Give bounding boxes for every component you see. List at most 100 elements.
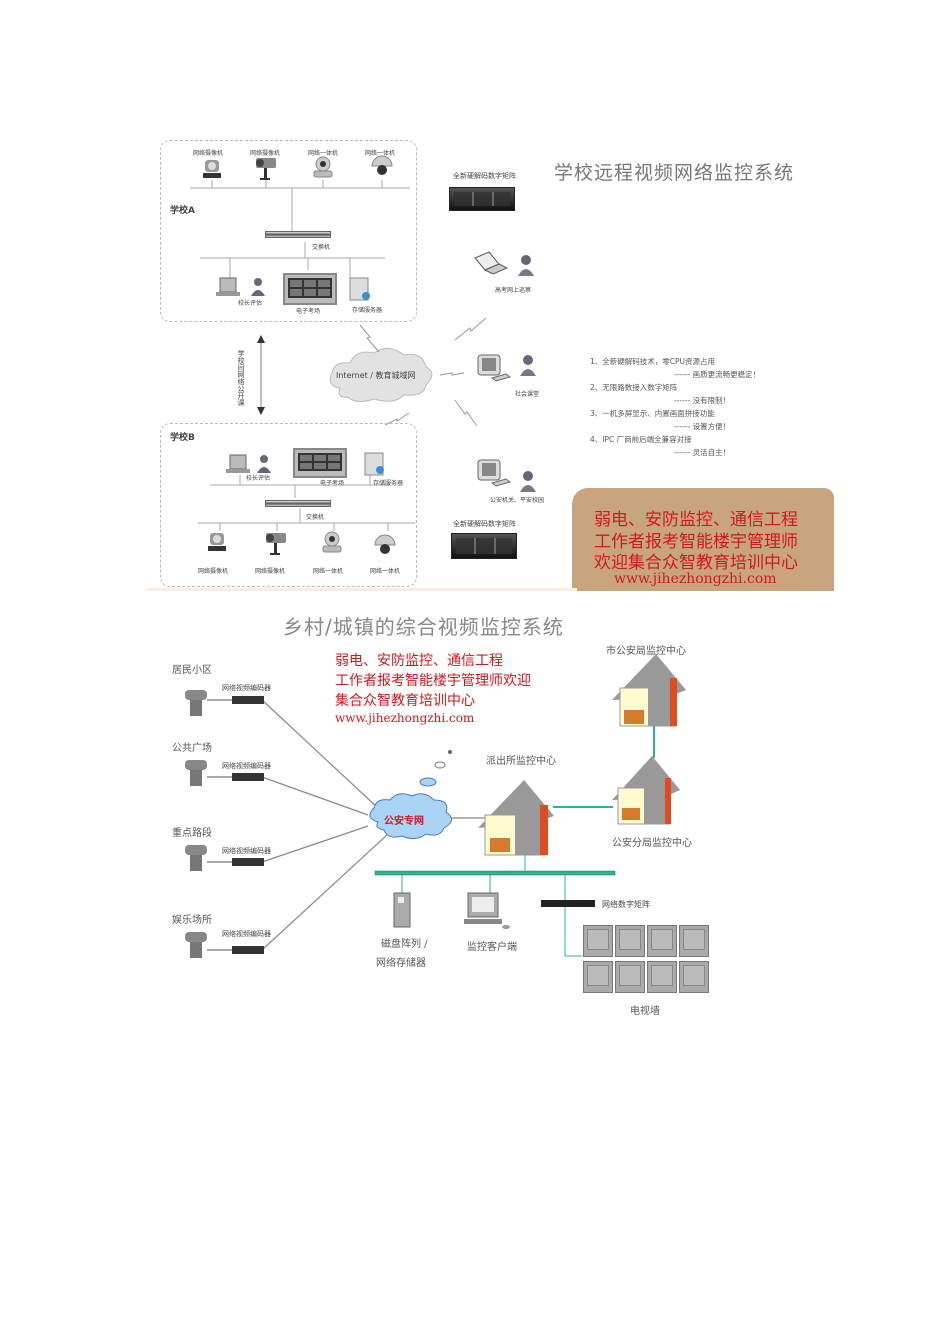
- ad-line: 工作者报考智能楼宇管理师欢迎: [335, 673, 531, 689]
- cloud-label: 公安专网: [384, 816, 424, 827]
- tv-screen: [647, 925, 677, 957]
- feature-sub: ------ 灵活自主！: [674, 448, 731, 457]
- desktop-pc-icon: [477, 459, 512, 487]
- network-camera-icon: [208, 533, 226, 551]
- feature-line: 2、无限路数接入数字矩阵: [590, 383, 678, 392]
- feature-sub: ------ 没有限制！: [674, 396, 731, 405]
- user-icon: [251, 278, 265, 296]
- police-station-house-icon: [478, 780, 554, 856]
- encoder-label: 网络视频编码器: [222, 930, 271, 938]
- laptop-icon: [474, 251, 509, 275]
- storage-label: 磁盘阵列 /: [381, 939, 428, 950]
- user-icon: [520, 355, 536, 376]
- clients-icons: [474, 251, 536, 492]
- school-b-lines: [198, 452, 415, 555]
- tv-screen: [583, 925, 613, 957]
- internet-cloud-icon: [329, 348, 433, 403]
- tv-screen: [615, 925, 645, 957]
- network-camera-icon: [203, 160, 221, 178]
- feature-sub: ------ 画质更流畅更稳定！: [674, 370, 761, 379]
- encoder-icon: [232, 858, 264, 866]
- police-network-cloud-icon: [369, 750, 452, 840]
- tv-screen: [583, 961, 613, 993]
- terminal-label: 电子考场: [320, 480, 345, 487]
- monitoring-client-pc-icon: [464, 892, 510, 929]
- school-a-label: 学校A: [170, 206, 195, 216]
- ad-url: www.jihezhongzhi.com: [614, 571, 777, 587]
- pt-camera-icon: [185, 845, 207, 871]
- client-label: 监控客户端: [467, 942, 517, 953]
- city-bureau-house-icon: [612, 654, 686, 727]
- user-icon: [518, 255, 534, 276]
- camera-label: 网络一体机: [308, 150, 339, 157]
- camera-label: 网络一体机: [365, 150, 396, 157]
- camera-label: 网络一体机: [370, 568, 401, 575]
- matrix-bottom-label: 全新硬解码数字矩阵: [453, 520, 516, 528]
- wireless-link: [439, 372, 465, 376]
- branch-bureau-house-icon: [612, 756, 680, 825]
- pt-camera-icon: [185, 932, 207, 958]
- feature-list: 1、全新硬解码技术，零CPU资源占用 ------ 画质更流畅更稳定！ 2、无限…: [590, 355, 790, 459]
- ad-line: 工作者报考智能楼宇管理师: [594, 532, 798, 552]
- town-diagram-title: 乡村/城镇的综合视频监控系统: [283, 615, 564, 639]
- digital-matrix-icon: [451, 533, 517, 559]
- wireless-link: [384, 412, 410, 426]
- desktop-pc-icon: [226, 454, 250, 473]
- center-label: 派出所监控中心: [486, 756, 556, 767]
- camera-label: 网络摄像机: [250, 150, 281, 157]
- dome-camera-icon: [371, 155, 393, 175]
- user-icon: [257, 455, 271, 473]
- tv-screen: [647, 961, 677, 993]
- school-a-box: [160, 140, 417, 322]
- switch-icon: [265, 500, 331, 507]
- ad-line: 集合众智教育培训中心: [335, 693, 475, 709]
- encoder-icon: [232, 773, 264, 781]
- center-label: 公安分局监控中心: [612, 838, 692, 849]
- feature-line: 3、一机多屏显示、内置画面拼接功能: [590, 409, 715, 418]
- dome-camera-icon: [374, 534, 396, 554]
- camera-label: 网络摄像机: [193, 150, 224, 157]
- cloud-label: Internet / 教育城域网: [336, 371, 416, 380]
- site-label: 居民小区: [172, 665, 212, 676]
- divider: [147, 588, 577, 591]
- double-arrow-icon: [257, 335, 265, 415]
- matrix-top-label: 全新硬解码数字矩阵: [453, 172, 516, 180]
- wireless-link: [454, 317, 487, 341]
- ad-line: 弱电、安防监控、通信工程: [594, 510, 798, 530]
- school-a-cameras: [190, 155, 410, 301]
- tv-wall: [583, 925, 711, 999]
- site-label: 娱乐场所: [172, 915, 212, 926]
- school-diagram-title: 学校远程视频网络监控系统: [554, 162, 795, 184]
- desktop-pc-icon: [216, 277, 240, 296]
- network-camera-icon: [256, 158, 276, 180]
- matrix-label: 网络数字矩阵: [602, 900, 650, 909]
- side-label: 学校间网络公开课: [237, 350, 245, 406]
- client-label: 公安机关、平安校园: [490, 497, 545, 504]
- pt-camera-icon: [185, 690, 207, 716]
- network-camera-icon: [266, 533, 286, 555]
- terminal-label: 存储服务器: [352, 307, 383, 314]
- ptz-camera-icon: [322, 531, 342, 553]
- encoder-label: 网络视频编码器: [222, 762, 271, 770]
- digital-matrix-icon: [449, 187, 515, 211]
- tv-screen: [615, 961, 645, 993]
- tv-screen: [679, 961, 709, 993]
- e-exam-monitor: [283, 273, 337, 305]
- site-label: 公共广场: [172, 743, 212, 754]
- client-label: 高考网上巡察: [495, 287, 532, 294]
- feature-line: 1、全新硬解码技术，零CPU资源占用: [590, 357, 716, 366]
- storage-label: 网络存储器: [376, 958, 426, 969]
- terminal-label: 存储服务器: [373, 480, 404, 487]
- camera-label: 网络一体机: [313, 568, 344, 575]
- ad-banner: 弱电、安防监控、通信工程 工作者报考智能楼宇管理师 欢迎集合众智教育培训中心 w…: [572, 488, 834, 591]
- site-label: 重点路段: [172, 828, 212, 839]
- center-label: 市公安局监控中心: [606, 646, 686, 657]
- camera-label: 网络摄像机: [255, 568, 286, 575]
- feature-line: 4、IPC 厂商前后端全兼容对接: [590, 435, 692, 444]
- user-icon: [520, 471, 536, 492]
- switch-label: 交换机: [312, 244, 331, 251]
- network-matrix-icon: [541, 900, 595, 907]
- wireless-link: [454, 399, 478, 427]
- storage-server-icon: [349, 277, 370, 301]
